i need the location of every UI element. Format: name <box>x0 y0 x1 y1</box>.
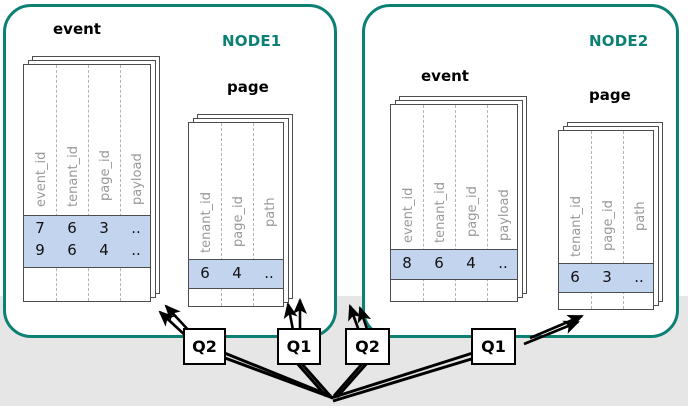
column-header-page-id: page_id <box>231 196 246 247</box>
column-header-tenant-id: tenant_id <box>433 181 448 243</box>
cell-page-id: 3 <box>602 268 612 286</box>
cell-page-id: 4 <box>466 254 476 272</box>
cell-payload: .. <box>131 219 141 237</box>
cell-event-id: 7 <box>35 219 45 237</box>
table-stack-node1-page: tenant_id page_id path 6 4 .. <box>188 114 298 310</box>
highlighted-rows-band: 8 6 4 .. <box>391 249 517 280</box>
column-header-tenant-id: tenant_id <box>569 195 584 257</box>
column-divider <box>455 105 456 301</box>
column-divider <box>623 131 624 309</box>
column-divider <box>56 65 57 301</box>
table-title-node2-event: event <box>421 67 469 85</box>
column-header-tenant-id: tenant_id <box>66 145 81 207</box>
cell-event-id: 9 <box>35 241 45 259</box>
column-divider <box>487 105 488 301</box>
table-stack-node1-event: event_id tenant_id page_id payload 7 6 3… <box>23 56 163 304</box>
column-header-path: path <box>263 197 278 227</box>
cell-tenant-id: 6 <box>67 219 77 237</box>
highlighted-rows-band: 7 6 3 .. 9 6 4 .. <box>24 215 150 268</box>
table-sheet-front[interactable]: tenant_id page_id path 6 3 .. <box>558 130 654 310</box>
highlighted-rows-band: 6 4 .. <box>189 259 283 289</box>
column-header-page-id: page_id <box>601 200 616 251</box>
column-divider <box>423 105 424 301</box>
cell-tenant-id: 6 <box>200 264 210 282</box>
cell-page-id: 4 <box>99 241 109 259</box>
cell-tenant-id: 6 <box>570 268 580 286</box>
column-divider <box>88 65 89 301</box>
table-stack-node2-event: event_id tenant_id page_id payload 8 6 4… <box>390 96 535 306</box>
cell-path: .. <box>634 268 644 286</box>
cell-page-id: 4 <box>232 264 242 282</box>
column-header-page-id: page_id <box>465 186 480 237</box>
node-label-node2: NODE2 <box>589 32 649 50</box>
column-divider <box>221 123 222 306</box>
table-title-node1-page: page <box>227 78 269 96</box>
query-label-q2-right[interactable]: Q2 <box>345 328 390 365</box>
column-header-page-id: page_id <box>98 150 113 201</box>
table-stack-node2-page: tenant_id page_id path 6 3 .. <box>558 122 668 312</box>
cell-tenant-id: 6 <box>434 254 444 272</box>
column-header-tenant-id: tenant_id <box>199 191 214 253</box>
column-header-path: path <box>633 201 648 231</box>
table-title-node1-event: event <box>53 20 101 38</box>
highlighted-rows-band: 6 3 .. <box>559 263 653 293</box>
cell-event-id: 8 <box>402 254 412 272</box>
column-header-payload: payload <box>130 153 145 205</box>
table-sheet-front[interactable]: tenant_id page_id path 6 4 .. <box>188 122 284 307</box>
column-header-event-id: event_id <box>401 187 416 243</box>
cell-path: .. <box>264 264 274 282</box>
column-divider <box>591 131 592 309</box>
cell-payload: .. <box>131 241 141 259</box>
query-label-q1-right[interactable]: Q1 <box>471 328 516 365</box>
column-divider <box>253 123 254 306</box>
query-label-q2-left[interactable]: Q2 <box>183 328 226 365</box>
cell-payload: .. <box>498 254 508 272</box>
query-label-q1-left[interactable]: Q1 <box>277 328 321 365</box>
column-header-payload: payload <box>497 189 512 241</box>
column-divider <box>120 65 121 301</box>
node-label-node1: NODE1 <box>222 32 282 50</box>
table-sheet-front[interactable]: event_id tenant_id page_id payload 7 6 3… <box>23 64 151 302</box>
cell-page-id: 3 <box>99 219 109 237</box>
column-header-event-id: event_id <box>34 151 49 207</box>
cell-tenant-id: 6 <box>67 241 77 259</box>
table-title-node2-page: page <box>589 86 631 104</box>
table-sheet-front[interactable]: event_id tenant_id page_id payload 8 6 4… <box>390 104 518 302</box>
